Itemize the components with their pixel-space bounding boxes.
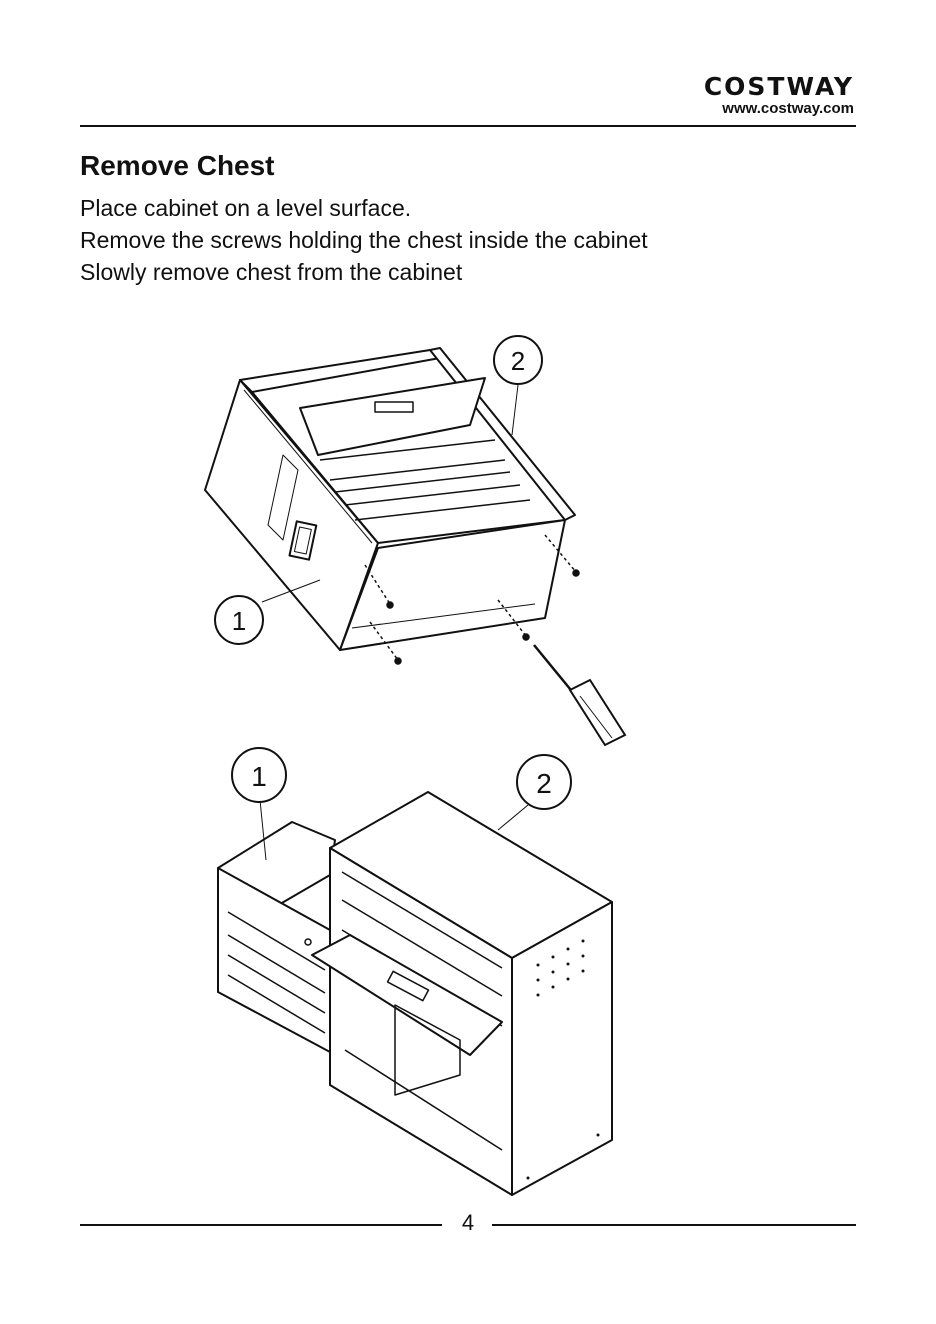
callout-chest-fig1: 1 — [215, 596, 263, 644]
callout-label: 2 — [536, 768, 552, 799]
callout-cabinet-fig2: 2 — [517, 755, 571, 809]
callout-label: 1 — [251, 761, 267, 792]
callout-label: 2 — [511, 346, 525, 376]
footer-divider-right — [492, 1224, 856, 1226]
callout-chest-fig2: 1 — [232, 748, 286, 802]
page-number: 4 — [0, 1210, 936, 1236]
callout-label: 1 — [232, 606, 246, 636]
callout-cabinet-fig1: 2 — [494, 336, 542, 384]
